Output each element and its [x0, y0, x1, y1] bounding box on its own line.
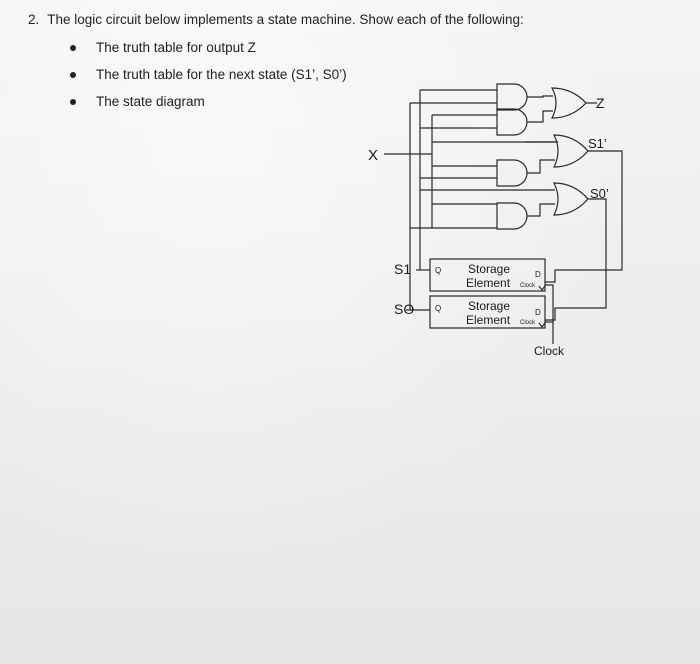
state-s1-label: S1	[394, 261, 411, 277]
storage-element-s1	[429, 258, 546, 292]
next-s0-label: S0’	[590, 186, 609, 201]
ff1-q-label: Q	[435, 266, 441, 275]
list-item: The state diagram	[70, 94, 347, 121]
list-item-text: The truth table for output Z	[96, 40, 256, 55]
clock-line-1	[545, 284, 554, 344]
bullet-icon	[70, 99, 76, 105]
and-gate-4	[496, 202, 528, 230]
ff2-q-label: Q	[435, 304, 441, 313]
or-gate-z	[551, 87, 587, 119]
question-list: The truth table for output Z The truth t…	[70, 40, 347, 121]
list-item: The truth table for the next state (S1’,…	[70, 67, 347, 94]
clock-label: Clock	[534, 344, 565, 358]
s1-next-feedback	[545, 150, 623, 283]
bullet-icon	[70, 72, 76, 78]
and2-out	[527, 110, 553, 123]
question-number: 2.	[28, 12, 40, 27]
bullet-icon	[70, 45, 76, 51]
ff2-storage-label: Storage	[468, 299, 510, 313]
clock-triangle-2	[538, 322, 546, 328]
and1-out	[527, 95, 553, 98]
input-x-label: X	[368, 147, 378, 164]
question-text: The logic circuit below implements a sta…	[47, 12, 524, 27]
and-gate-1	[496, 83, 528, 111]
and4-out	[527, 203, 555, 217]
ff2-d-label: D	[535, 308, 541, 317]
clock-triangle-1	[538, 285, 546, 291]
storage-element-s0	[429, 295, 546, 329]
ff1-d-label: D	[535, 270, 541, 279]
ff1-storage-label: Storage	[468, 262, 510, 276]
list-item: The truth table for output Z	[70, 40, 347, 67]
state-s0-label: SO	[394, 301, 414, 317]
or-gate-s1	[553, 134, 589, 168]
s0-next-feedback	[545, 198, 607, 321]
and-gate-2	[496, 108, 528, 136]
ff1-clock-label: Clock	[520, 283, 536, 289]
ff2-element-label: Element	[466, 313, 511, 327]
and3-out	[527, 159, 555, 174]
ff1-element-label: Element	[466, 276, 511, 290]
question-prompt: 2. The logic circuit below implements a s…	[28, 12, 524, 27]
list-item-text: The truth table for the next state (S1’,…	[96, 67, 347, 82]
output-z-label: Z	[596, 95, 605, 111]
or-gate-s0	[553, 182, 589, 216]
next-s1-label: S1’	[588, 136, 607, 151]
ff2-clock-label: Clock	[520, 320, 536, 326]
list-item-text: The state diagram	[96, 94, 205, 109]
and-gate-3	[496, 159, 528, 187]
